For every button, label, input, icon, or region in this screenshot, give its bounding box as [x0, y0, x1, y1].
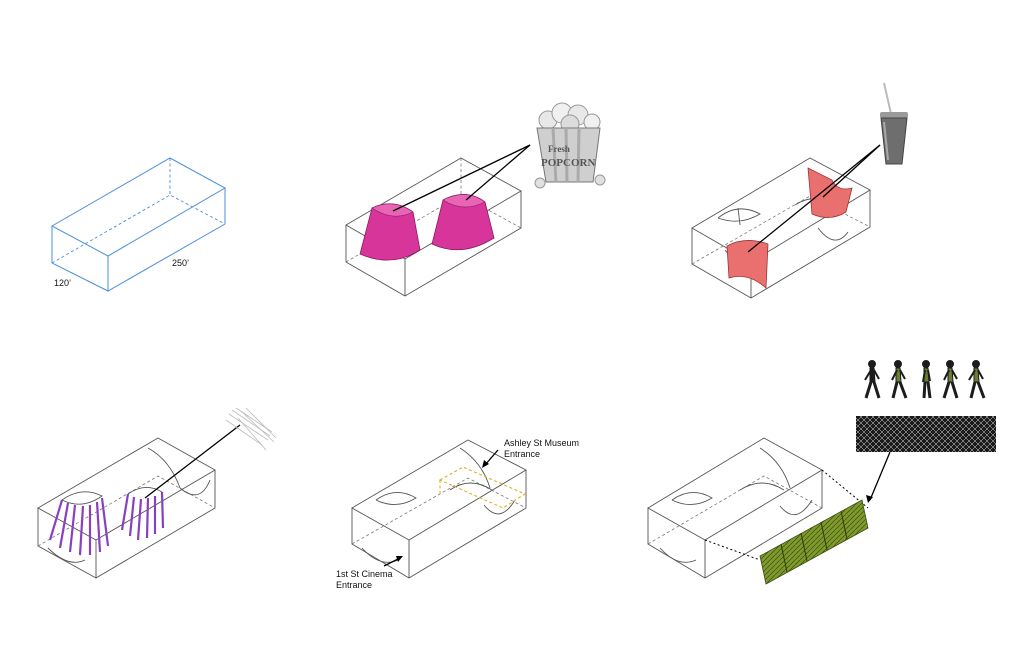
cafe-volume-back [807, 167, 853, 218]
museum-entrance-highlight [438, 466, 527, 509]
popcorn-bucket-icon: Fresh POPCORN [534, 102, 606, 189]
pattern-mesh-strip [856, 416, 996, 452]
cafe-volume-front [726, 240, 769, 289]
soda-cup-icon [880, 82, 908, 165]
walking-people-icon [864, 360, 986, 399]
museum-entrance-label-line2: Entrance [504, 449, 540, 459]
cinema-entrance-label-line2: Entrance [336, 580, 372, 590]
panel-site-box: 120’ 250’ [50, 157, 227, 292]
cinema-entrance-label: 1st St Cinema [336, 569, 393, 579]
panel-daylight-study [37, 424, 241, 579]
panel-facade-skin [647, 437, 891, 585]
panel-cinema-volumes [345, 144, 531, 297]
width-dimension-label: 120’ [54, 278, 71, 288]
svg-text:Fresh: Fresh [548, 144, 570, 154]
daylight-rods [48, 491, 165, 556]
panel-entrances: Ashley St Museum Entrance 1st St Cinema … [336, 438, 579, 590]
svg-text:POPCORN: POPCORN [541, 157, 595, 169]
green-facade-strip [759, 499, 869, 585]
length-dimension-label: 250’ [172, 258, 189, 268]
light-rays-icon [225, 407, 277, 451]
museum-entrance-label: Ashley St Museum [504, 438, 579, 448]
panel-cafe-volumes [691, 144, 881, 299]
